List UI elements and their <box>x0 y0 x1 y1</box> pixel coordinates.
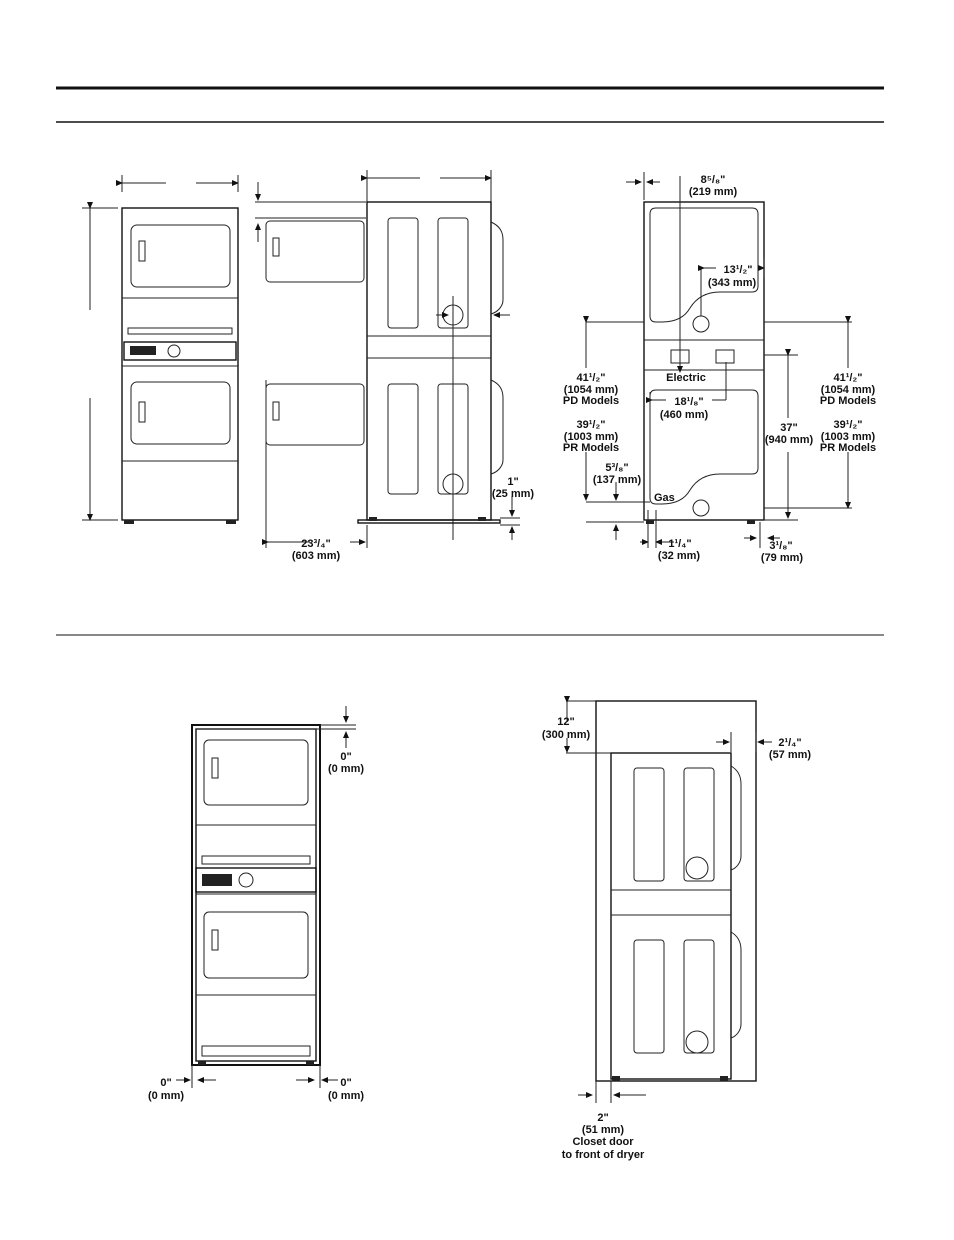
rear-vent-offset-label: 13¹/₂" <box>723 264 752 276</box>
side-width-mm: (603 mm) <box>292 550 341 562</box>
rear-left-height-1-mm: (1054 mm) <box>564 384 619 396</box>
closet-side-top-mm: (300 mm) <box>542 729 591 741</box>
rear-gas-offset-mm: (137 mm) <box>593 474 642 486</box>
closet-side-rear-label: 2¹/₄" <box>778 737 801 749</box>
rear-center-height-label: 37" <box>780 422 797 434</box>
rear-right-height-2-models: PR Models <box>820 442 876 454</box>
rear-top-offset-label: 8⁵/₈" <box>701 174 726 186</box>
side-view-drawing <box>255 170 520 548</box>
closet-side-drawing <box>564 696 772 1103</box>
rear-center-width-label: 18¹/₈" <box>674 396 703 408</box>
rear-left-side-label: 1¹/₄" <box>668 538 691 550</box>
rear-center-height-mm: (940 mm) <box>765 434 814 446</box>
closet-side-rear-mm: (57 mm) <box>769 749 812 761</box>
front-view-drawing <box>82 175 239 524</box>
side-foot-mm: (25 mm) <box>492 488 535 500</box>
rear-electric-label: Electric <box>666 372 706 384</box>
closet-front-top-mm: (0 mm) <box>328 763 364 775</box>
side-foot-label: 1" <box>507 476 518 488</box>
closet-side-front-desc-2: to front of dryer <box>562 1149 645 1161</box>
rear-left-height-1: 41¹/₂" <box>576 372 605 384</box>
rear-right-side-mm: (79 mm) <box>761 552 804 564</box>
closet-side-top-label: 12" <box>557 716 574 728</box>
rear-top-offset-mm: (219 mm) <box>689 186 738 198</box>
rear-right-height-1-models: PD Models <box>820 395 876 407</box>
rear-right-side-label: 3¹/₈" <box>769 540 792 552</box>
rear-gas-label: Gas <box>654 492 675 504</box>
closet-side-front-desc-1: Closet door <box>572 1136 634 1148</box>
closet-front-drawing <box>176 706 356 1088</box>
rear-left-height-2: 39¹/₂" <box>576 419 605 431</box>
rear-right-height-2-mm: (1003 mm) <box>821 431 876 443</box>
rear-center-width-mm: (460 mm) <box>660 409 709 421</box>
closet-front-left-mm: (0 mm) <box>148 1090 184 1102</box>
side-width-label: 23³/₄" <box>301 538 330 550</box>
rear-view-drawing <box>583 172 852 548</box>
rear-right-height-1: 41¹/₂" <box>833 372 862 384</box>
closet-front-left-label: 0" <box>160 1077 171 1089</box>
rear-left-height-1-models: PD Models <box>563 395 619 407</box>
closet-front-top-label: 0" <box>340 751 351 763</box>
closet-front-right-label: 0" <box>340 1077 351 1089</box>
rear-right-height-2: 39¹/₂" <box>833 419 862 431</box>
rear-left-side-mm: (32 mm) <box>658 550 701 562</box>
closet-side-front-mm: (51 mm) <box>582 1124 625 1136</box>
rear-gas-offset-label: 5³/₈" <box>605 462 628 474</box>
closet-side-front-label: 2" <box>597 1112 608 1124</box>
rear-vent-offset-mm: (343 mm) <box>708 277 757 289</box>
closet-front-right-mm: (0 mm) <box>328 1090 364 1102</box>
rear-left-height-2-mm: (1003 mm) <box>564 431 619 443</box>
rear-left-height-2-models: PR Models <box>563 442 619 454</box>
rear-right-height-1-mm: (1054 mm) <box>821 384 876 396</box>
